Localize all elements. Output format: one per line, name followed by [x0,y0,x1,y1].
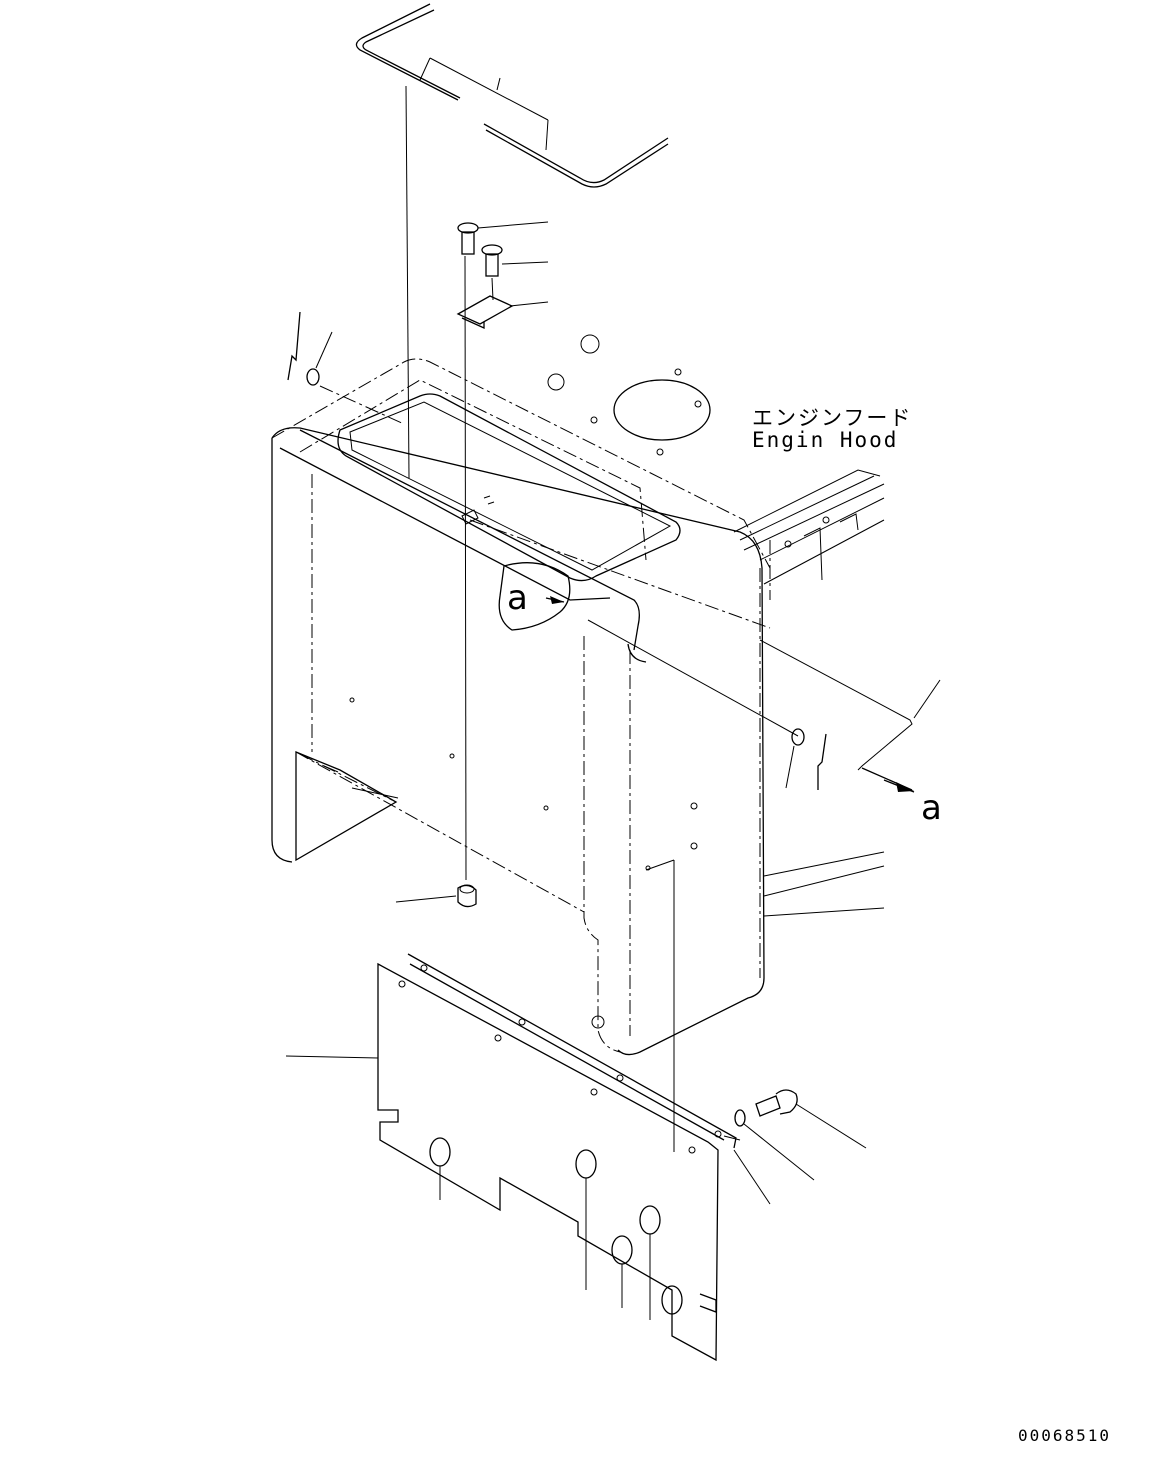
figure-code: 00068510 [1018,1426,1112,1445]
bolt-upper-2 [481,244,549,277]
leader-line [464,255,467,881]
nut [395,884,477,908]
leader-line [405,85,410,479]
bracket-plate [456,295,549,330]
bolt-upper-1 [457,221,549,255]
engine-hood-context [733,469,885,917]
bolt-lower [723,1089,867,1205]
leader-line [491,277,494,301]
engine-hood-label-en: Engin Hood [752,428,899,452]
view-a-callout [498,562,647,663]
washer-left [287,311,333,386]
engine-hood-label-jp: エンジンフード [752,406,913,430]
seal-strip-top [355,3,669,188]
lower-cover-plate [285,859,737,1362]
engine-hood-body [271,334,771,1056]
view-marker-a-arrow: a [921,788,942,828]
view-marker-a: a [507,578,528,618]
rod-assembly [587,619,941,793]
